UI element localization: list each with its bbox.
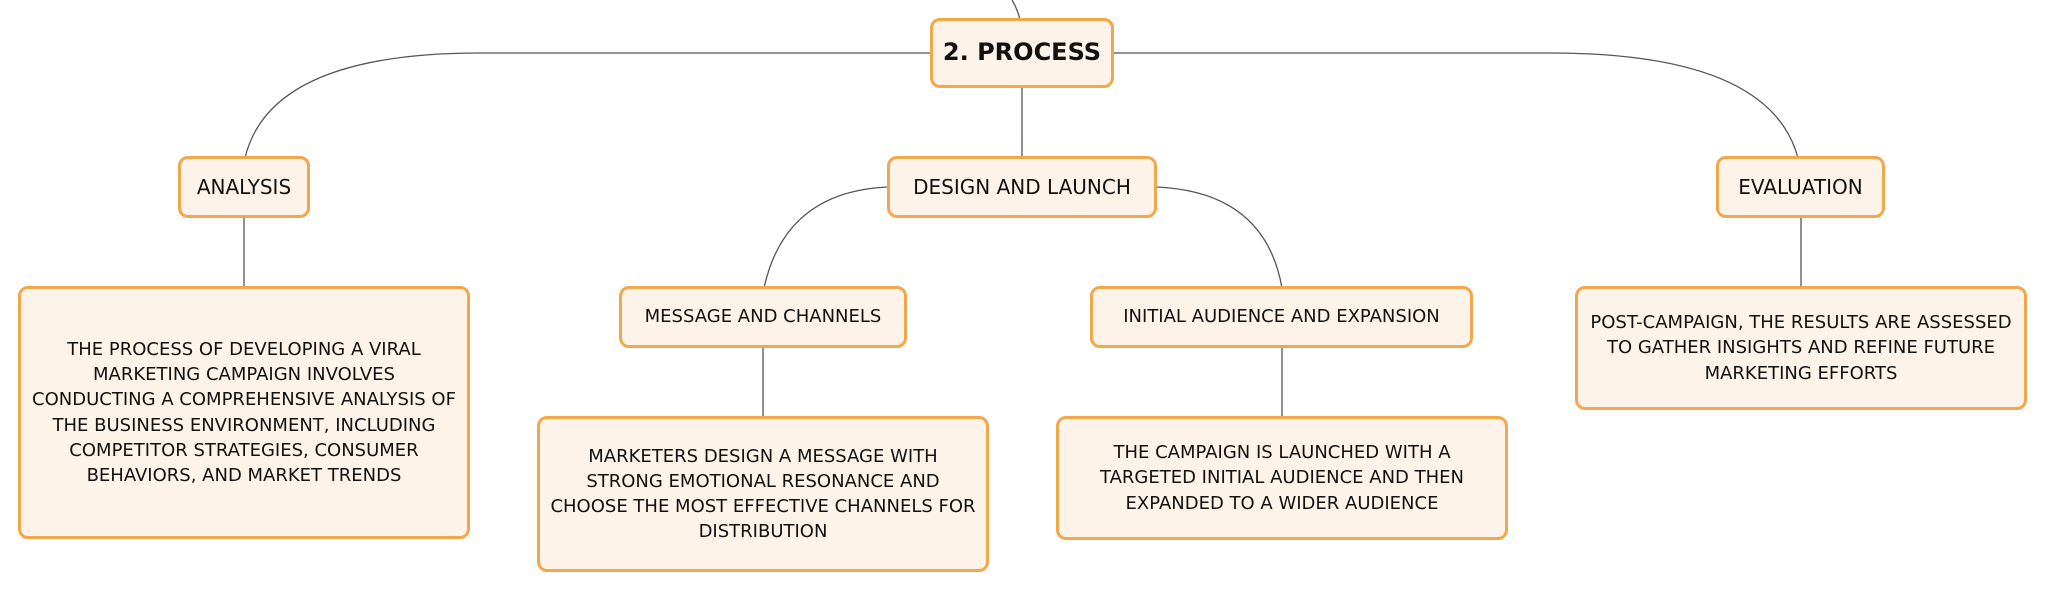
topic-evaluation[interactable]: EVALUATION [1716, 156, 1885, 218]
subtopic-initial-audience-and-expansion[interactable]: INITIAL AUDIENCE AND EXPANSION [1090, 286, 1473, 348]
message-and-channels-description-text: MARKETERS DESIGN A MESSAGE WITH STRONG E… [550, 445, 976, 543]
topic-design-and-launch-label: DESIGN AND LAUNCH [913, 175, 1131, 199]
message-and-channels-description[interactable]: MARKETERS DESIGN A MESSAGE WITH STRONG E… [537, 416, 989, 572]
root-node[interactable]: 2. PROCESS [930, 18, 1114, 88]
connector-parent-to-root [1011, 0, 1021, 21]
topic-design-and-launch[interactable]: DESIGN AND LAUNCH [887, 156, 1157, 218]
connector-design-to-audience [1156, 186, 1283, 289]
topic-evaluation-label: EVALUATION [1738, 175, 1863, 199]
subtopic-message-and-channels[interactable]: MESSAGE AND CHANNELS [619, 286, 907, 348]
connector-design-to-message [763, 186, 888, 289]
initial-audience-description-text: THE CAMPAIGN IS LAUNCHED WITH A TARGETED… [1099, 442, 1465, 514]
analysis-description-text: THE PROCESS OF DEVELOPING A VIRAL MARKET… [32, 338, 456, 486]
subtopic-initial-audience-and-expansion-label: INITIAL AUDIENCE AND EXPANSION [1123, 306, 1440, 328]
evaluation-description[interactable]: POST-CAMPAIGN, THE RESULTS ARE ASSESSED … [1575, 286, 2027, 410]
topic-analysis[interactable]: ANALYSIS [178, 156, 310, 218]
topic-analysis-label: ANALYSIS [196, 175, 292, 199]
evaluation-description-text: POST-CAMPAIGN, THE RESULTS ARE ASSESSED … [1590, 312, 2012, 384]
analysis-description[interactable]: THE PROCESS OF DEVELOPING A VIRAL MARKET… [18, 286, 470, 539]
connector-root-to-analysis [244, 52, 930, 159]
root-label: 2. PROCESS [942, 38, 1102, 67]
subtopic-message-and-channels-label: MESSAGE AND CHANNELS [644, 306, 882, 328]
initial-audience-description[interactable]: THE CAMPAIGN IS LAUNCHED WITH A TARGETED… [1056, 416, 1508, 540]
connector-root-to-evaluation [1114, 52, 1799, 159]
